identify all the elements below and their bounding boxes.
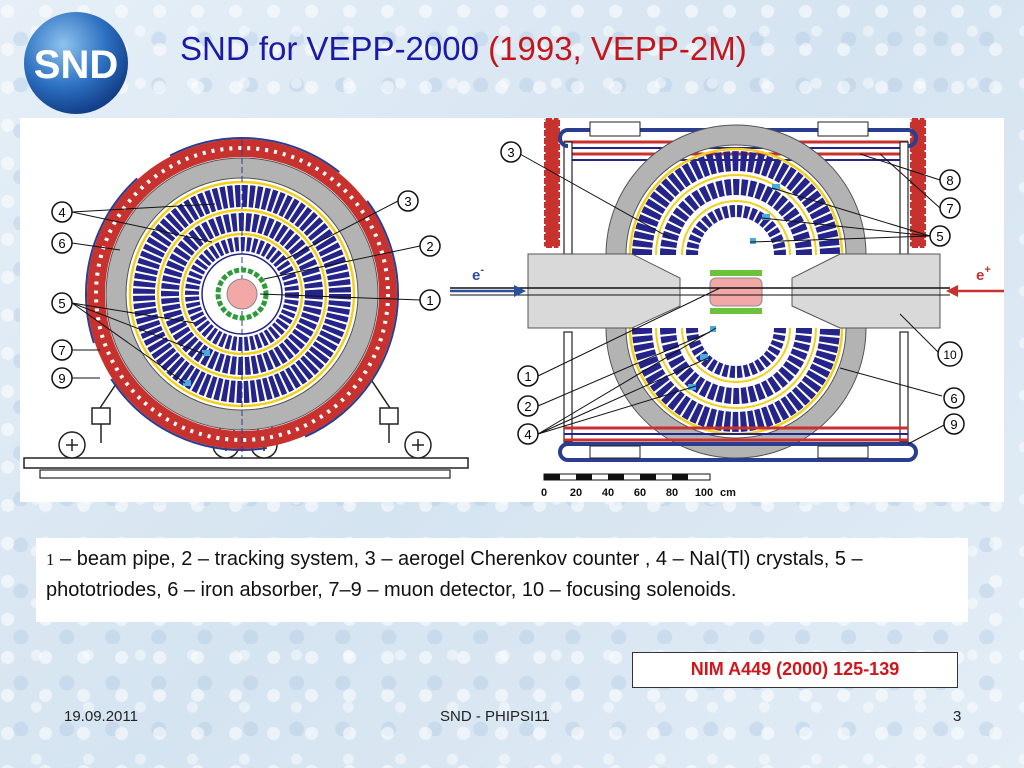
scale-tick: 0 <box>541 487 547 499</box>
leader-lines-right <box>519 153 947 445</box>
crystals-bottom-outer <box>632 327 840 432</box>
electron-label: e- <box>472 264 484 284</box>
label-3: 3 <box>404 194 411 209</box>
beam-pipe <box>226 278 258 310</box>
scale-tick: 100 <box>695 487 713 499</box>
snd-logo-icon: SND <box>24 12 128 114</box>
phototriode <box>183 380 191 386</box>
detector-diagram: 4 3 6 2 1 5 7 9 <box>23 118 1004 499</box>
support-base-lower <box>39 469 451 479</box>
label-6-side: 6 <box>950 391 957 406</box>
solenoid-right <box>791 253 941 329</box>
support-base <box>23 457 469 469</box>
scale-tick: 20 <box>570 487 582 499</box>
beam-pipe-side <box>709 277 763 307</box>
muon-detector-dots <box>94 146 390 442</box>
scale-unit: cm <box>720 487 736 499</box>
leader-lines-left <box>71 200 421 384</box>
label-4-side: 4 <box>524 427 531 442</box>
cross-section-view: 4 3 6 2 1 5 7 9 <box>23 137 469 479</box>
scale-tick: 80 <box>666 487 678 499</box>
label-7: 7 <box>58 343 65 358</box>
reference-box: NIM A449 (2000) 125-139 <box>632 652 958 688</box>
scale-tick: 40 <box>602 487 614 499</box>
label-9-side: 9 <box>950 417 957 432</box>
label-6: 6 <box>58 236 65 251</box>
side-view-labels: 3 8 7 5 10 6 9 1 2 4 <box>500 141 965 445</box>
label-8-side: 8 <box>946 173 953 188</box>
title-sub: (1993, VEPP-2M) <box>488 30 747 67</box>
title-main: SND for VEPP-2000 <box>180 30 479 67</box>
label-1: 1 <box>426 293 433 308</box>
detector-figure: 4 3 6 2 1 5 7 9 <box>20 118 1004 502</box>
footer-date: 19.09.2011 <box>64 708 138 725</box>
cross-section-labels: 4 3 6 2 1 5 7 9 <box>51 190 441 389</box>
page-number: 3 <box>953 708 962 725</box>
solenoid-left <box>527 253 681 329</box>
footer-title: SND - PHIPSI11 <box>440 708 550 725</box>
crystals-top-outer <box>632 151 840 256</box>
label-5-side: 5 <box>936 229 943 244</box>
label-10-side: 10 <box>943 348 957 362</box>
muon-right-top <box>910 118 926 248</box>
legend-caption: 1 – beam pipe, 2 – tracking system, 3 – … <box>36 538 968 622</box>
logo-text: SND <box>34 43 118 87</box>
scale-bar: 0 20 40 60 80 100 cm <box>541 473 736 499</box>
label-9: 9 <box>58 371 65 386</box>
phototriode <box>202 350 210 356</box>
nai-crystals-outer <box>133 185 351 403</box>
crystals-bottom-middle <box>660 327 812 404</box>
label-2: 2 <box>426 239 433 254</box>
crystals-top-middle <box>660 179 812 256</box>
scale-tick: 60 <box>634 487 646 499</box>
label-7-side: 7 <box>946 201 953 216</box>
label-2-side: 2 <box>524 399 531 414</box>
snd-logo: SND <box>22 10 130 116</box>
caption-first: 1 <box>46 550 55 569</box>
slide-title: SND for VEPP-2000 (1993, VEPP-2M) <box>180 30 747 68</box>
caption-text: – beam pipe, 2 – tracking system, 3 – ae… <box>46 548 863 601</box>
label-4: 4 <box>58 205 65 220</box>
label-1-side: 1 <box>524 369 531 384</box>
label-3-side: 3 <box>507 145 514 160</box>
label-5: 5 <box>58 296 65 311</box>
muon-left-top <box>544 118 560 248</box>
side-view: e- e+ <box>450 118 1004 499</box>
positron-label: e+ <box>976 264 991 284</box>
